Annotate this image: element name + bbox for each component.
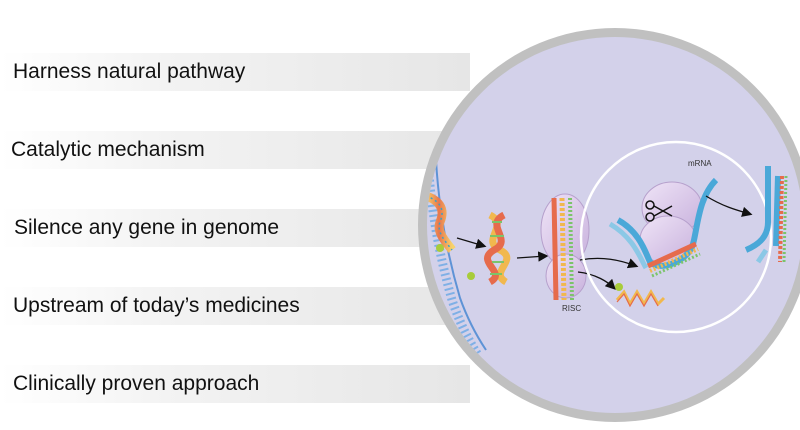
sirna-helix (467, 211, 511, 286)
scissors-icon (645, 200, 673, 222)
benefit-bar-catalytic-mechanism: Catalytic mechanism (0, 131, 470, 169)
benefit-bar-silence-any-gene: Silence any gene in genome (0, 209, 470, 247)
dsrna-left (427, 191, 456, 253)
mrna-label: mRNA (688, 159, 712, 168)
risc-mrna-cleavage (608, 177, 719, 278)
benefit-label: Silence any gene in genome (14, 216, 280, 239)
benefit-bar-upstream-of-medicines: Upstream of today’s medicines (0, 287, 470, 325)
benefit-label: Clinically proven approach (13, 372, 260, 395)
risc-label: RISC (562, 304, 581, 313)
benefit-label: Harness natural pathway (13, 60, 246, 83)
risc-complex (540, 193, 590, 301)
cleavage-detail-ring (579, 140, 773, 334)
benefit-bar-clinically-proven: Clinically proven approach (0, 365, 470, 403)
benefit-label: Catalytic mechanism (11, 138, 205, 161)
benefit-label: Upstream of today’s medicines (13, 294, 300, 317)
benefit-bar-harness-natural-pathway: Harness natural pathway (0, 53, 470, 91)
cleaved-mrna-fragments (744, 166, 788, 264)
passenger-strand (615, 283, 666, 308)
